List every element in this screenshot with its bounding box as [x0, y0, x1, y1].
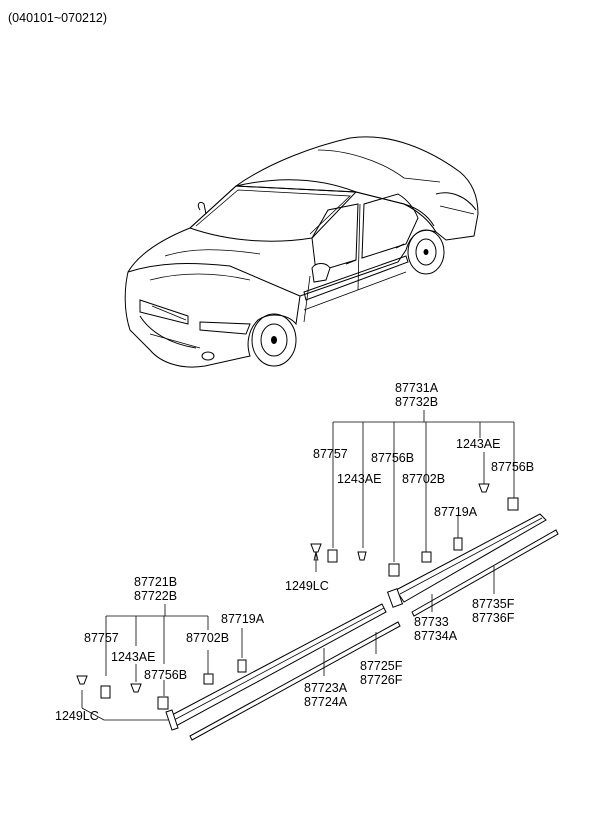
- label-front-clip-87719A: 87719A: [221, 612, 265, 626]
- label-front-moulding-2: 87724A: [304, 695, 348, 709]
- label-rear-tape-2: 87736F: [472, 611, 515, 625]
- front-clip-87719A-part: [237, 659, 247, 673]
- car-illustration: [124, 136, 479, 368]
- rear-bolt-1249LC-part: [310, 543, 322, 553]
- label-front-assembly-2: 87722B: [134, 589, 177, 603]
- date-range-label: (040101~070212): [8, 11, 107, 25]
- front-clip-87757-part: [100, 685, 111, 699]
- front-moulding-part: [169, 603, 387, 727]
- label-front-moulding-1: 87723A: [304, 681, 348, 695]
- label-rear-bolt-1249LC: 1249LC: [285, 579, 329, 593]
- label-rear-moulding-2: 87734A: [414, 629, 458, 643]
- label-rear-assembly-1: 87731A: [395, 381, 439, 395]
- rear-clip-87757-part: [327, 549, 338, 563]
- rear-clip-87756B-b-part: [507, 497, 519, 511]
- front-clip-87756B-part: [157, 696, 169, 710]
- label-rear-screw-1243AE-b: 1243AE: [456, 437, 500, 451]
- label-rear-clip-87719A: 87719A: [434, 505, 478, 519]
- front-door-group: [76, 603, 401, 741]
- label-rear-tape-1: 87735F: [472, 597, 515, 611]
- rear-tape-part: [411, 529, 559, 617]
- label-front-tape-1: 87725F: [360, 659, 403, 673]
- front-clip-87702B-part: [203, 673, 214, 685]
- rear-screw-part: [357, 551, 367, 561]
- rear-screw-b-part: [478, 483, 490, 493]
- label-rear-clip-87756B-a: 87756B: [371, 451, 414, 465]
- label-rear-screw-1243AE-a: 1243AE: [337, 472, 381, 486]
- rear-clip-87702B-part: [421, 551, 432, 563]
- front-tape-part: [189, 621, 401, 741]
- label-rear-clip-87757: 87757: [313, 447, 348, 461]
- front-screw-part: [130, 683, 142, 693]
- front-bolt-1249LC-part: [76, 675, 88, 685]
- label-rear-clip-87756B-b: 87756B: [491, 460, 534, 474]
- label-front-bolt-1249LC: 1249LC: [55, 709, 99, 723]
- label-front-tape-2: 87726F: [360, 673, 403, 687]
- rear-door-group: [310, 410, 559, 617]
- rear-moulding-part: [395, 513, 547, 603]
- label-front-clip-87756B: 87756B: [144, 668, 187, 682]
- rear-clip-87756B-part: [388, 563, 400, 577]
- label-rear-moulding-1: 87733: [414, 615, 449, 629]
- label-front-clip-87757: 87757: [84, 631, 119, 645]
- label-front-clip-87702B: 87702B: [186, 631, 229, 645]
- label-rear-assembly-2: 87732B: [395, 395, 438, 409]
- rear-clip-87719A-part: [453, 537, 463, 551]
- label-front-assembly-1: 87721B: [134, 575, 177, 589]
- label-front-screw-1243AE: 1243AE: [111, 650, 155, 664]
- label-rear-clip-87702B: 87702B: [402, 472, 445, 486]
